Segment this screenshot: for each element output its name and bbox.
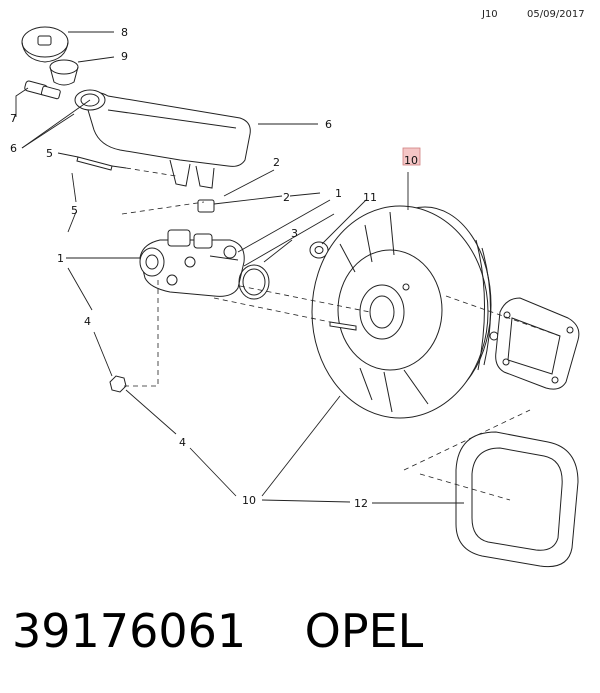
callout-8: 8 <box>121 26 128 39</box>
callout-5-lower: 5 <box>71 204 78 217</box>
nut <box>109 375 127 393</box>
callout-4-upper: 4 <box>84 315 91 328</box>
booster-seal <box>455 431 579 568</box>
brake-booster <box>311 205 499 419</box>
master-cylinder <box>139 229 245 297</box>
callout-1-right: 1 <box>335 187 342 200</box>
callout-4-lower: 4 <box>179 436 186 449</box>
grommet <box>197 199 215 213</box>
exploded-parts-diagram: 8 9 7 6 6 5 5 2 2 1 1 11 3 10 10 4 4 12 <box>10 26 580 568</box>
callout-7: 7 <box>10 112 17 125</box>
diagram-date: 05/09/2017 <box>527 9 585 20</box>
footer-caption: 39176061 OPEL <box>12 604 423 658</box>
fluid-reservoir <box>74 89 251 189</box>
o-ring <box>238 264 270 300</box>
callout-2-upper: 2 <box>273 156 280 169</box>
diagram-code: J10 <box>482 9 498 20</box>
callout-5-top: 5 <box>46 147 53 160</box>
callout-2-lower: 2 <box>283 191 290 204</box>
highlight-box-10 <box>402 147 421 166</box>
reservoir-cap <box>21 26 69 63</box>
brand-name: OPEL <box>304 604 424 658</box>
callout-12: 12 <box>354 497 368 510</box>
callout-10-bottom: 10 <box>242 494 256 507</box>
callout-9: 9 <box>121 50 128 63</box>
level-sensor <box>24 80 61 100</box>
callout-3: 3 <box>291 227 298 240</box>
callout-6-right: 6 <box>325 118 332 131</box>
washer <box>309 241 329 259</box>
callout-6-left: 6 <box>10 142 17 155</box>
retaining-pin <box>76 156 113 171</box>
part-number: 39176061 <box>12 604 247 658</box>
booster-gasket <box>495 297 580 390</box>
callout-1-left: 1 <box>57 252 64 265</box>
callout-11: 11 <box>363 191 377 204</box>
callout-10-highlighted: 10 <box>404 154 418 167</box>
reservoir-strainer <box>49 59 79 86</box>
